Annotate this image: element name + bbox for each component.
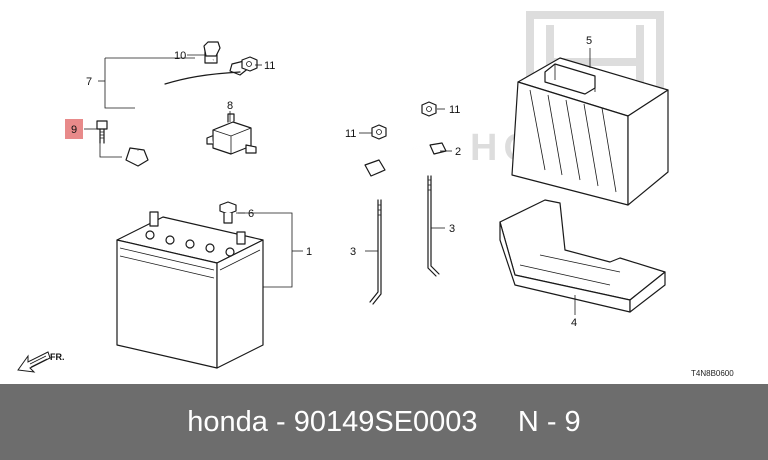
diagram-canvas: HONDA (17, 11, 734, 378)
nut-11-top (241, 56, 258, 72)
rod-part-3-left (369, 199, 382, 305)
callout-1: 1 (306, 246, 312, 258)
callout-10: 10 (174, 50, 186, 62)
direction-label: FR. (50, 352, 65, 362)
footer-bar: honda - 90149SE0003 N - 9 (0, 384, 768, 460)
callout-11-top: 11 (264, 60, 275, 72)
diagram-code: T4N8B0600 (691, 369, 734, 378)
callout-3-left: 3 (350, 246, 356, 258)
tray-part-4 (499, 199, 666, 313)
battery-part-1 (116, 211, 264, 369)
callout-11-mid: 11 (449, 104, 460, 116)
callout-3-right: 3 (449, 223, 455, 235)
callout-9: 9 (71, 124, 77, 136)
callout-6: 6 (248, 208, 254, 220)
terminal-part-6 (219, 201, 237, 224)
nut-11-left (371, 124, 387, 140)
callout-5: 5 (586, 35, 592, 47)
callout-2: 2 (455, 146, 461, 158)
highlighted-callout-box (65, 119, 83, 139)
footer-part-text: honda - 90149SE0003 N - 9 (187, 405, 581, 438)
bolt-part-9 (96, 120, 108, 144)
sensor-part-8 (206, 113, 257, 155)
callout-11-left: 11 (345, 128, 356, 140)
leader-lines (84, 48, 591, 315)
box-cover-part-5 (511, 57, 669, 206)
clip-part-10 (203, 41, 221, 57)
parts-diagram: HONDA (17, 11, 734, 378)
callout-7: 7 (86, 76, 92, 88)
nut-11-mid (421, 101, 437, 117)
rod-part-3-right (427, 175, 440, 277)
clamp-part-2 (364, 142, 447, 177)
callout-4: 4 (571, 317, 577, 329)
front-direction-arrow: FR. (17, 351, 65, 373)
callout-8: 8 (227, 100, 233, 112)
